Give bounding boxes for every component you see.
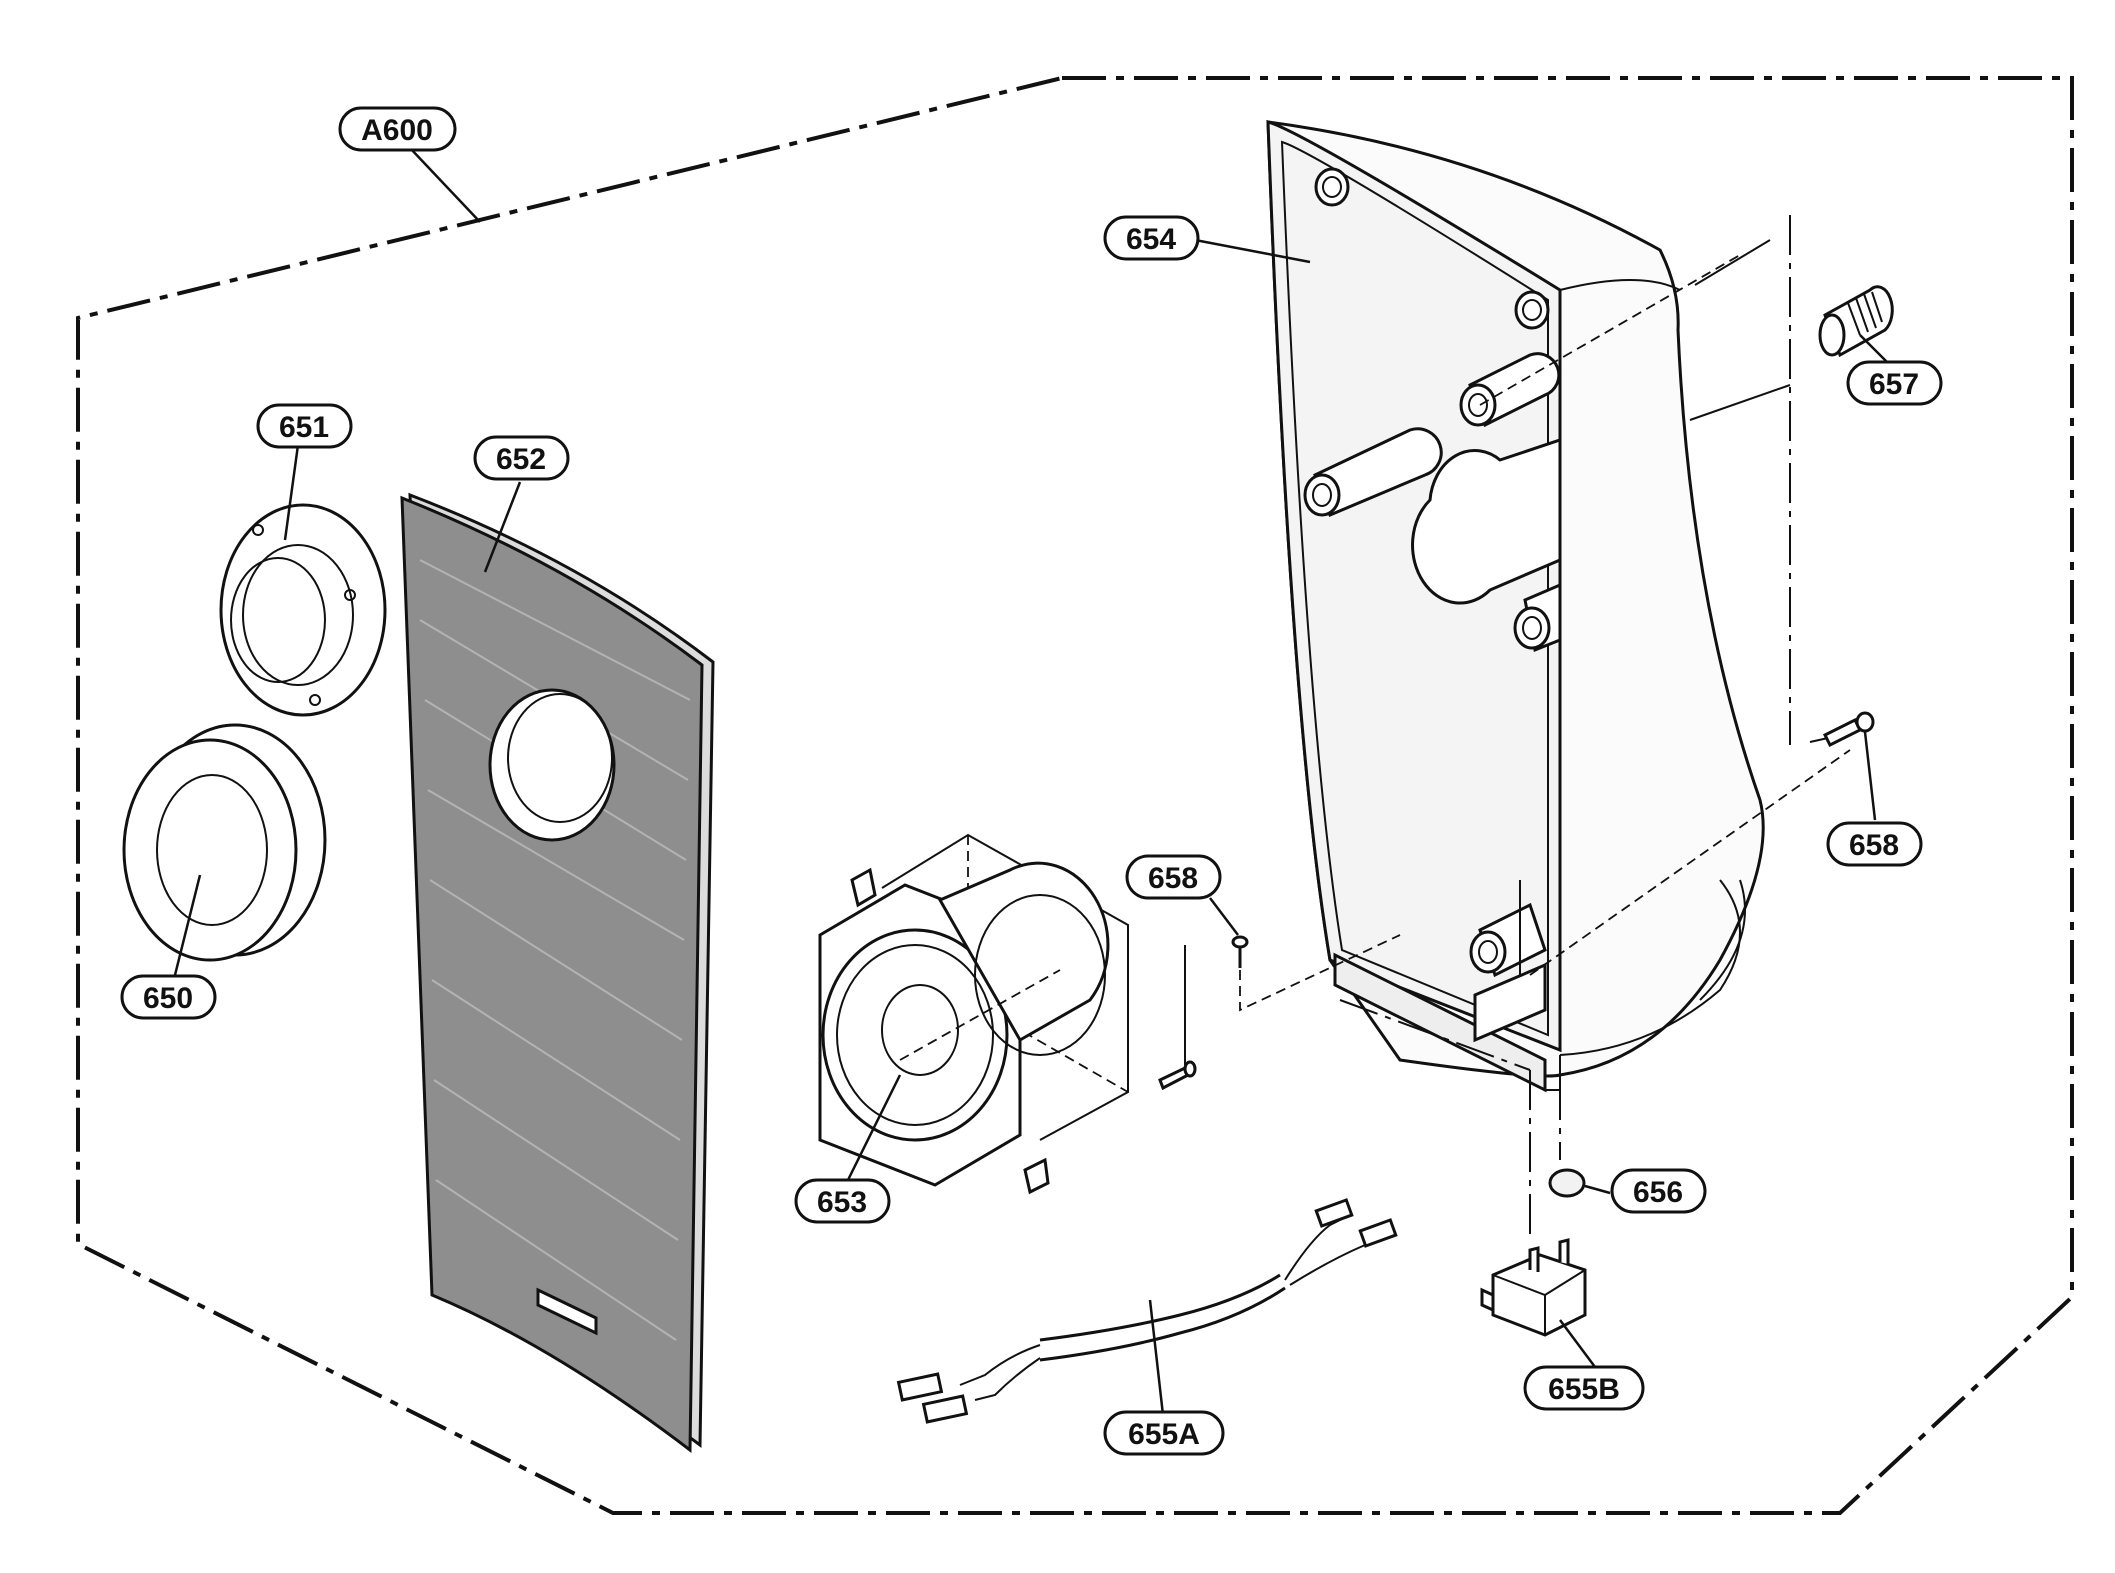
grille-panel-part bbox=[400, 492, 715, 1453]
leader-a600 bbox=[409, 147, 481, 223]
callout-655a: 655A bbox=[1103, 1410, 1225, 1456]
callout-658-driver: 658 bbox=[1125, 854, 1222, 900]
callout-651-label: 651 bbox=[279, 411, 329, 444]
leader-650 bbox=[173, 874, 202, 976]
callout-656: 656 bbox=[1610, 1168, 1707, 1214]
callout-654: 654 bbox=[1103, 215, 1200, 261]
callout-658-cabinet-label: 658 bbox=[1849, 829, 1899, 862]
knob-part bbox=[1818, 285, 1894, 358]
assembly-boundary bbox=[76, 76, 2074, 1515]
callout-653: 653 bbox=[794, 1178, 891, 1224]
leader-658-cabinet bbox=[1863, 731, 1877, 821]
callout-658-driver-label: 658 bbox=[1148, 862, 1198, 895]
callout-651: 651 bbox=[256, 403, 353, 449]
callout-a600: A600 bbox=[338, 106, 457, 152]
callout-656-label: 656 bbox=[1633, 1176, 1683, 1209]
callout-655b-label: 655B bbox=[1548, 1373, 1620, 1406]
leader-651 bbox=[283, 444, 300, 541]
leader-652 bbox=[483, 481, 522, 573]
callout-650-label: 650 bbox=[143, 982, 193, 1015]
leader-653 bbox=[846, 1074, 902, 1181]
leader-654 bbox=[1194, 238, 1311, 264]
screw-part-driver-top bbox=[1231, 934, 1401, 1012]
callout-652: 652 bbox=[473, 435, 570, 481]
foot-part bbox=[1548, 1168, 1586, 1198]
callout-655a-label: 655A bbox=[1128, 1418, 1200, 1451]
terminal-part bbox=[1480, 1238, 1587, 1337]
callout-658-cabinet: 658 bbox=[1826, 821, 1923, 867]
screw-part-driver-bottom bbox=[1158, 945, 1197, 1091]
port-flange-ring-part bbox=[219, 503, 387, 717]
screw-part-cabinet bbox=[1809, 711, 1875, 748]
leader-656 bbox=[1584, 1184, 1611, 1195]
leader-658-driver bbox=[1209, 897, 1239, 936]
callout-655b: 655B bbox=[1523, 1365, 1645, 1411]
callout-653-label: 653 bbox=[817, 1186, 867, 1219]
callout-650: 650 bbox=[120, 974, 217, 1020]
speaker-driver-part bbox=[818, 833, 1129, 1195]
cabinet-part bbox=[1266, 120, 1851, 1235]
leader-655a bbox=[1148, 1299, 1165, 1416]
callout-657: 657 bbox=[1846, 360, 1943, 406]
lead-wire-part bbox=[896, 1198, 1398, 1424]
port-tube-ring-part bbox=[122, 723, 327, 962]
callout-a600-label: A600 bbox=[361, 114, 433, 147]
callout-657-label: 657 bbox=[1869, 368, 1919, 401]
leader-655b bbox=[1558, 1319, 1597, 1368]
callout-652-label: 652 bbox=[496, 443, 546, 476]
callout-654-label: 654 bbox=[1126, 223, 1176, 256]
